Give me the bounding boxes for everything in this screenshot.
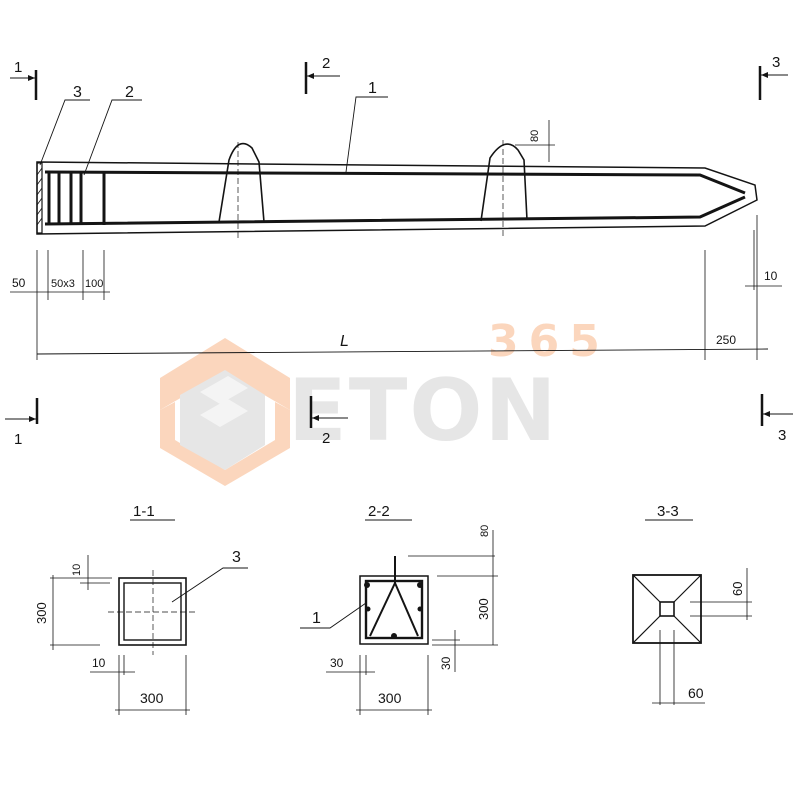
svg-text:80: 80 [529, 130, 541, 142]
callout-2: 2 [125, 84, 134, 101]
watermark-logo-icon [160, 338, 290, 486]
section-1-1: 1-1 3 300 10 10 300 [34, 503, 248, 715]
overall-length-dimension: L 250 [36, 333, 769, 355]
callout-3: 3 [73, 84, 82, 101]
section-markers-bottom: 1 2 3 [5, 394, 793, 448]
section-3-3: 3-3 60 60 [632, 503, 752, 705]
svg-text:100: 100 [85, 278, 103, 290]
svg-text:L: L [340, 333, 349, 350]
tip-dimensions: 10 [704, 215, 782, 360]
svg-text:10: 10 [764, 269, 778, 283]
loop-height-dimension: 80 [515, 120, 555, 162]
svg-text:10: 10 [71, 564, 83, 576]
pile-elevation [36, 140, 758, 240]
watermark-number: 365 [488, 316, 610, 367]
lifting-loop-left [218, 142, 265, 223]
svg-text:50: 50 [12, 276, 26, 290]
svg-text:2: 2 [322, 430, 330, 447]
svg-text:3: 3 [232, 549, 241, 566]
svg-text:3: 3 [778, 427, 786, 444]
section-markers-top: 1 2 3 [10, 54, 788, 100]
svg-text:30: 30 [330, 656, 344, 670]
section-title: 3-3 [657, 503, 679, 520]
svg-text:300: 300 [378, 690, 402, 706]
svg-text:3: 3 [772, 54, 780, 71]
svg-text:80: 80 [479, 525, 491, 537]
svg-text:10: 10 [92, 656, 106, 670]
stirrup-dimensions: 50 50x3 100 [10, 250, 110, 360]
svg-text:300: 300 [34, 602, 49, 624]
watermark: 365 ETON [160, 316, 610, 486]
watermark-brand: ETON [288, 361, 559, 461]
svg-text:300: 300 [476, 598, 491, 620]
svg-text:60: 60 [730, 582, 745, 596]
svg-text:1: 1 [312, 610, 321, 627]
section-2-2: 2-2 1 80 300 30 30 300 [300, 503, 498, 715]
svg-text:300: 300 [140, 690, 164, 706]
callouts: 3 2 1 [39, 80, 388, 176]
svg-text:1: 1 [14, 431, 22, 448]
section-title: 1-1 [133, 503, 155, 520]
svg-text:60: 60 [688, 685, 704, 701]
svg-text:1: 1 [14, 59, 22, 76]
lifting-loop-right [480, 143, 528, 222]
section-title: 2-2 [368, 503, 390, 520]
callout-1: 1 [368, 80, 377, 97]
svg-text:30: 30 [439, 656, 453, 670]
svg-text:2: 2 [322, 55, 330, 72]
svg-text:50x3: 50x3 [51, 278, 75, 290]
svg-text:250: 250 [716, 333, 736, 347]
